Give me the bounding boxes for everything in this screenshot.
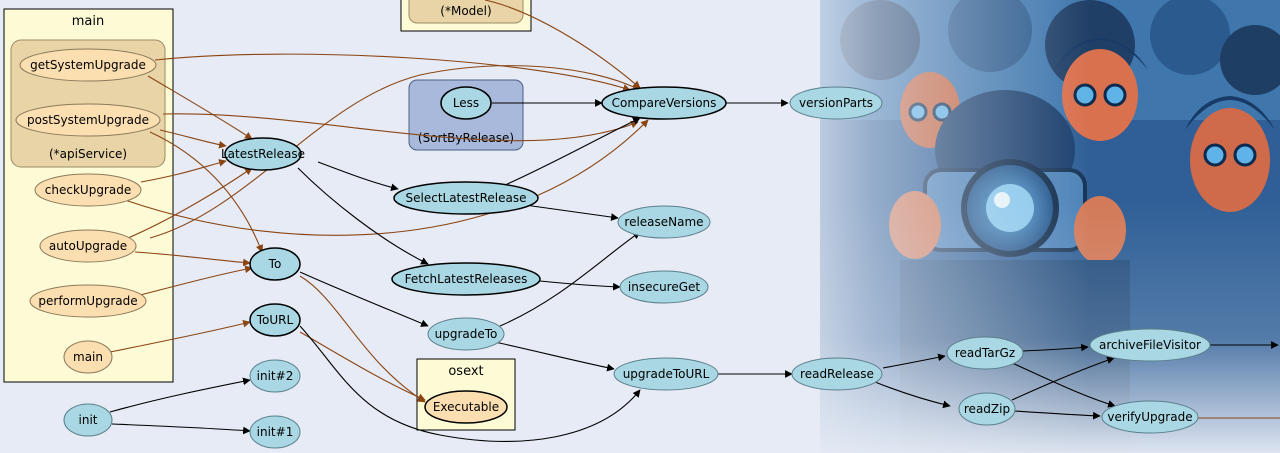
node-readTarGz[interactable]: readTarGz <box>946 336 1024 370</box>
node-label: readRelease <box>800 367 874 381</box>
node-releaseName[interactable]: releaseName <box>617 205 711 239</box>
edge <box>882 353 946 369</box>
node-label: performUpgrade <box>38 294 137 308</box>
node-label: verifyUpgrade <box>1107 410 1192 424</box>
node-label: postSystemUpgrade <box>27 113 149 127</box>
edge <box>299 275 426 403</box>
cluster-api-service-label: (*apiService) <box>49 147 127 161</box>
edge <box>149 131 264 253</box>
node-main[interactable]: main <box>63 340 113 374</box>
edge <box>147 75 253 140</box>
edge <box>139 265 253 296</box>
node-label: FetchLatestReleases <box>405 272 528 286</box>
edge <box>109 319 251 353</box>
node-Less[interactable]: Less <box>440 86 492 120</box>
node-label: autoUpgrade <box>49 239 127 253</box>
node-SelectLatestRelease[interactable]: SelectLatestRelease <box>393 181 539 215</box>
edge <box>159 129 227 149</box>
cluster-model-label: (*Model) <box>440 4 491 18</box>
node-label: archiveFileVisitor <box>1099 338 1201 352</box>
node-label: SelectLatestRelease <box>406 191 527 205</box>
edge <box>162 113 639 142</box>
edge <box>484 0 641 89</box>
node-upgradeToURL[interactable]: upgradeToURL <box>613 357 719 391</box>
cluster-osext-label: osext <box>448 364 483 379</box>
node-readZip[interactable]: readZip <box>958 392 1016 426</box>
edges <box>109 0 1280 442</box>
node-performUpgrade[interactable]: performUpgrade <box>29 284 147 318</box>
node-label: checkUpgrade <box>45 183 131 197</box>
cluster-model: (*Model) <box>400 0 532 32</box>
node-readRelease[interactable]: readRelease <box>791 357 883 391</box>
node-label: insecureGet <box>628 280 701 294</box>
node-postSystemUpgrade[interactable]: postSystemUpgrade <box>15 103 161 137</box>
edge <box>134 251 251 267</box>
node-archiveFileVisitor[interactable]: archiveFileVisitor <box>1089 328 1211 362</box>
node-label: ToURL <box>256 313 294 327</box>
node-label: versionParts <box>799 96 873 110</box>
cluster-sort-by-release-label: (SortByRelease) <box>418 131 514 145</box>
node-label: init <box>79 413 98 427</box>
edge <box>1011 356 1115 401</box>
edge <box>539 280 621 291</box>
edge <box>874 381 951 409</box>
node-label: readTarGz <box>955 346 1015 360</box>
edge <box>494 341 615 372</box>
edge <box>297 167 429 265</box>
node-label: getSystemUpgrade <box>30 58 146 72</box>
node-label: To <box>268 257 282 271</box>
node-label: readZip <box>964 402 1010 416</box>
edge <box>154 53 631 92</box>
node-getSystemUpgrade[interactable]: getSystemUpgrade <box>19 48 157 82</box>
node-autoUpgrade[interactable]: autoUpgrade <box>39 229 137 263</box>
edge <box>124 119 649 236</box>
edge <box>1009 361 1116 408</box>
edge <box>299 271 429 327</box>
node-label: upgradeToURL <box>623 367 710 381</box>
node-label: main <box>73 350 103 364</box>
edge <box>499 231 641 327</box>
node-To[interactable]: To <box>249 247 301 281</box>
node-label: init#1 <box>257 425 294 439</box>
node-verifyUpgrade[interactable]: verifyUpgrade <box>1101 400 1199 434</box>
node-init2[interactable]: init#2 <box>249 359 301 393</box>
edge <box>299 331 426 401</box>
edge <box>149 65 641 239</box>
edge <box>127 167 253 239</box>
node-Executable[interactable]: Executable <box>424 390 508 424</box>
node-init1[interactable]: init#1 <box>249 415 301 449</box>
node-insecureGet[interactable]: insecureGet <box>619 270 709 304</box>
node-checkUpgrade[interactable]: checkUpgrade <box>34 173 142 207</box>
node-label: init#2 <box>257 369 294 383</box>
cluster-main-label: main <box>72 14 104 29</box>
node-label: upgradeTo <box>435 327 498 341</box>
node-ToURL[interactable]: ToURL <box>249 303 301 337</box>
node-label: releaseName <box>624 215 703 229</box>
node-LatestRelease[interactable]: LatestRelease <box>221 137 305 171</box>
node-upgradeTo[interactable]: upgradeTo <box>427 317 505 351</box>
node-versionParts[interactable]: versionParts <box>789 86 883 120</box>
edge <box>140 159 227 183</box>
node-CompareVersions[interactable]: CompareVersions <box>601 86 727 120</box>
node-label: Executable <box>433 400 499 414</box>
edge <box>109 377 251 413</box>
node-FetchLatestReleases[interactable]: FetchLatestReleases <box>391 262 541 296</box>
node-label: Less <box>453 96 479 110</box>
node-label: CompareVersions <box>612 96 717 110</box>
edge <box>504 117 641 186</box>
edge <box>1014 410 1101 420</box>
edge <box>111 423 251 435</box>
node-label: LatestRelease <box>221 147 305 161</box>
edge <box>524 204 619 221</box>
node-init[interactable]: init <box>63 403 113 437</box>
edge <box>299 325 641 442</box>
edge <box>317 161 399 192</box>
edge <box>1022 343 1089 352</box>
